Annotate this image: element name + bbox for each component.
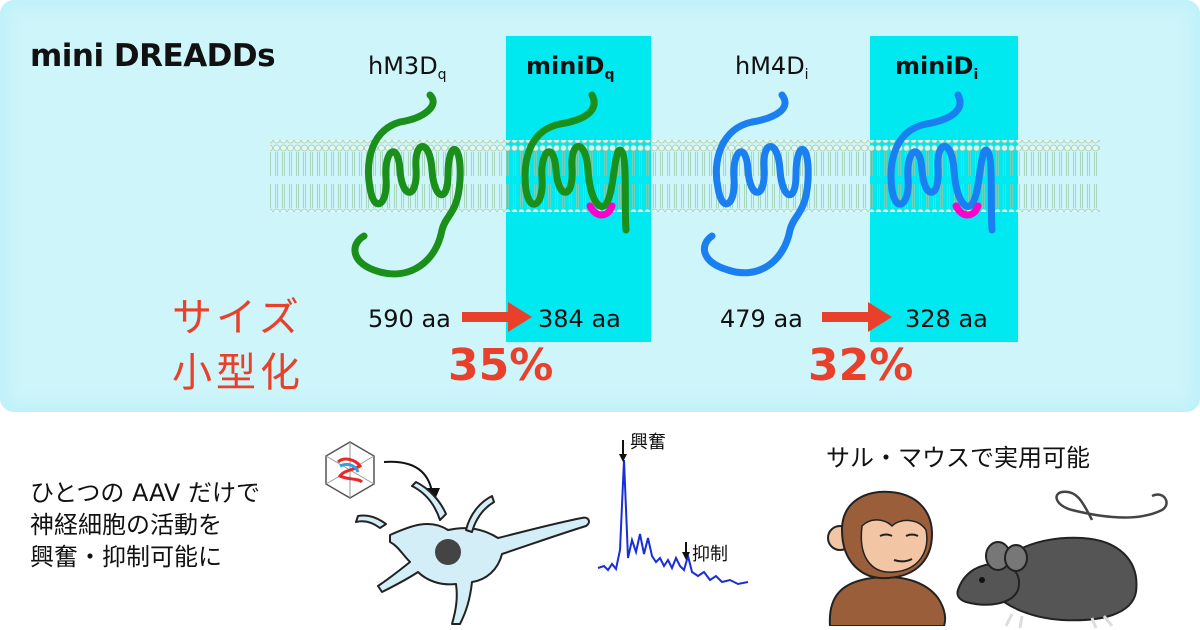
arrow-icon bbox=[822, 302, 892, 332]
monkey-illustration bbox=[827, 490, 947, 626]
reduction-percent: 32% bbox=[808, 340, 914, 391]
receptor-label-miniDi: miniDi bbox=[895, 52, 979, 83]
receptor-label-miniDq: miniDq bbox=[526, 52, 615, 83]
mouse-feet bbox=[1004, 613, 1114, 629]
down-arrow-icon bbox=[682, 552, 690, 560]
size-label: 384 aa bbox=[538, 305, 621, 333]
deletion-marker-miniDi bbox=[952, 202, 982, 219]
animals-caption: サル・マウスで実用可能 bbox=[826, 444, 1090, 472]
down-arrow-icon bbox=[619, 454, 627, 462]
monkey-mouth bbox=[893, 558, 913, 563]
trace-label-inhibition: 抑制 bbox=[692, 544, 728, 565]
aav-capsid-icon bbox=[325, 441, 375, 499]
arrow-icon bbox=[462, 302, 532, 332]
size-reduction-label: 小型化 bbox=[172, 350, 304, 396]
receptor-miniDq bbox=[521, 91, 630, 234]
reduction-percent: 35% bbox=[448, 340, 554, 391]
receptor-hM3Dq bbox=[351, 91, 464, 278]
cell-nucleus bbox=[435, 539, 461, 565]
mouse-illustration bbox=[956, 490, 1168, 629]
receptor-miniDi bbox=[887, 91, 996, 234]
aav-caption: ひとつの AAV だけで 神経細胞の活動を 興奮・抑制可能に bbox=[30, 479, 260, 571]
page-title: mini DREADDs bbox=[30, 38, 276, 74]
monkey-body bbox=[828, 576, 947, 626]
mouse-tail bbox=[1055, 490, 1168, 521]
arrow-icon bbox=[383, 460, 433, 493]
size-label: 328 aa bbox=[905, 305, 988, 333]
trace-label-excitation: 興奮 bbox=[630, 432, 666, 453]
size-label: 479 aa bbox=[720, 305, 803, 333]
monkey-eye bbox=[905, 533, 919, 537]
size-reduction-label: サイズ bbox=[172, 295, 303, 341]
receptor-hM4Di bbox=[700, 91, 812, 277]
mouse-ear bbox=[1004, 544, 1028, 572]
trace-line bbox=[597, 459, 749, 586]
receptor-label-hM3Dq: hM3Dq bbox=[368, 52, 447, 83]
mouse-head bbox=[956, 562, 1020, 606]
neuron-icon bbox=[355, 481, 590, 625]
activity-trace bbox=[597, 440, 749, 586]
deletion-marker-miniDq bbox=[586, 202, 616, 219]
neuron-illustration bbox=[325, 441, 590, 625]
mouse-body bbox=[991, 536, 1138, 622]
size-label: 590 aa bbox=[368, 305, 451, 333]
receptor-label-hM4Di: hM4Di bbox=[735, 52, 809, 83]
monkey-eye bbox=[879, 533, 893, 537]
mouse-eye bbox=[979, 577, 985, 583]
membrane-diagram bbox=[270, 91, 1100, 332]
